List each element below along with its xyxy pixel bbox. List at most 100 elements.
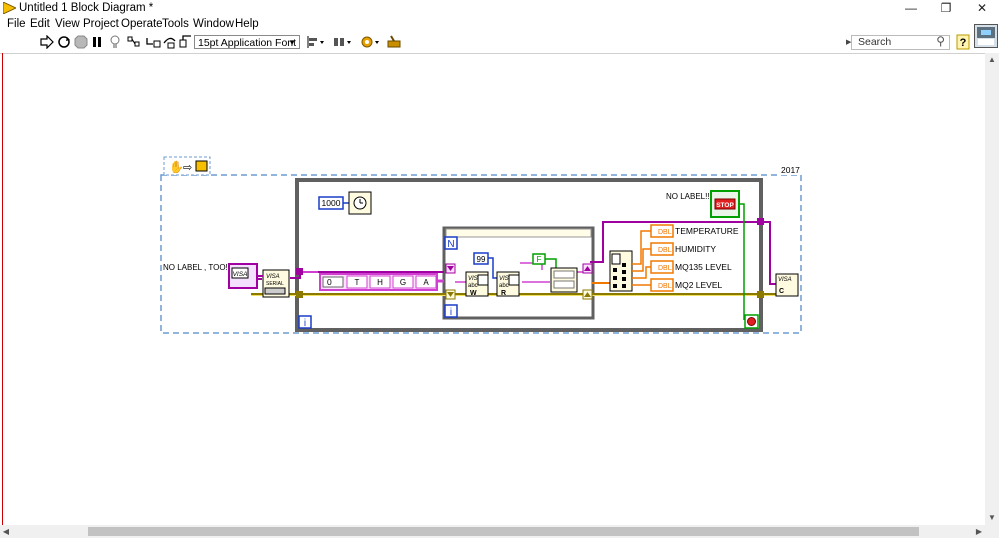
diagram-edge-marker [2, 53, 3, 525]
minimize-button[interactable]: — [905, 1, 917, 15]
array-element-2: G [400, 278, 406, 287]
visa-serial-text: SERIAL [266, 281, 284, 287]
label-temperature: TEMPERATURE [675, 226, 739, 236]
error-case-structure[interactable] [160, 174, 802, 334]
menu-window[interactable]: Window [193, 18, 234, 30]
visa-write-abc: abc [468, 283, 478, 289]
font-selector[interactable]: 15pt Application Font ▼ [194, 35, 300, 49]
step-out-icon[interactable] [179, 35, 193, 49]
title-bar: Untitled 1 Block Diagram * — ❐ ✕ [0, 0, 999, 17]
horizontal-scroll-thumb[interactable] [88, 527, 919, 536]
visa-read-abc: abc [499, 283, 509, 289]
array-index-value: 0 [327, 277, 332, 287]
reorder-icon[interactable] [360, 35, 382, 49]
visa-resource-control[interactable]: VISA [228, 263, 258, 289]
visa-close-label: VISA [778, 277, 792, 283]
array-index-display[interactable] [322, 276, 344, 288]
menu-operate[interactable]: Operate [121, 18, 163, 30]
array-element-1: H [377, 278, 383, 287]
step-over-icon[interactable] [163, 35, 178, 49]
labview-run-icon [195, 160, 208, 172]
search-input[interactable]: Search [858, 36, 892, 48]
help-icon[interactable]: ? [956, 34, 970, 50]
pause-icon[interactable] [91, 35, 103, 49]
dbl-tag: DBL [658, 229, 672, 236]
while-loop-error-out-tunnel[interactable] [757, 291, 764, 298]
while-loop-visa-tunnel[interactable] [296, 268, 303, 275]
scroll-up-icon[interactable]: ▲ [988, 55, 996, 64]
label-mq2: MQ2 LEVEL [675, 280, 723, 290]
block-diagram-canvas[interactable]: ✋ ⇨ 2017 i 1000 N i 0 T H G A [0, 54, 985, 525]
vi-connector-pane-icon[interactable] [974, 24, 998, 48]
restore-button[interactable]: ❐ [940, 1, 952, 15]
indicator-temperature[interactable]: DBL TEMPERATURE [650, 224, 739, 238]
version-label: 2017 [781, 165, 800, 175]
while-loop-error-tunnel[interactable] [296, 291, 303, 298]
visa-label: NO LABEL , TOO!!! [163, 263, 232, 272]
menu-view[interactable]: View [55, 18, 80, 30]
for-count-label: N [447, 239, 454, 250]
stop-button-terminal[interactable]: STOP [710, 190, 740, 218]
visa-configure-serial-function[interactable]: VISA SERIAL [262, 269, 290, 298]
scroll-left-icon[interactable]: ◀ [2, 527, 10, 536]
pencil-icon [477, 274, 489, 286]
for-loop-count-terminal[interactable] [444, 236, 458, 250]
dbl-tag: DBL [658, 247, 672, 254]
byte-count-value: 99 [477, 255, 486, 264]
while-loop[interactable] [295, 178, 763, 332]
indicator-mq135[interactable]: DBL MQ135 LEVEL [650, 260, 732, 274]
scan-string-glyph [553, 270, 575, 279]
clean-up-diagram-icon[interactable] [386, 35, 403, 49]
search-scope-arrow-icon[interactable]: ▶ [846, 39, 852, 46]
toolbar: 15pt Application Font ▼ ▶ Search ⚲ [0, 32, 999, 54]
array-elements: T H G A [346, 275, 437, 289]
structure-tab[interactable]: ✋ ⇨ [163, 156, 211, 176]
array-element-0: T [355, 278, 360, 287]
visa-write-letter: W [470, 290, 477, 297]
visa-write-label: VISA [468, 276, 482, 282]
for-loop-iteration-terminal[interactable] [444, 304, 458, 318]
visa-read-letter: R [501, 290, 506, 297]
visa-close-function[interactable]: VISA C [775, 273, 799, 297]
menu-file[interactable]: File [7, 18, 26, 30]
horizontal-scrollbar[interactable]: ◀ ▶ [0, 525, 985, 538]
indicator-humidity[interactable]: DBL HUMIDITY [650, 242, 716, 256]
highlight-execution-icon[interactable] [108, 35, 122, 49]
scroll-corner [985, 525, 999, 538]
menu-help[interactable]: Help [235, 18, 259, 30]
for-index-label: i [450, 307, 452, 318]
vertical-scrollbar[interactable]: ▲ ▼ [985, 53, 999, 525]
while-loop-iteration-terminal[interactable] [298, 315, 312, 329]
abort-icon[interactable] [74, 35, 88, 49]
run-continuously-icon[interactable] [57, 35, 71, 49]
labview-icon [3, 2, 16, 14]
window-title: Untitled 1 Block Diagram * [19, 2, 154, 14]
stop-if-true-icon [747, 317, 756, 326]
search-box[interactable]: ▶ Search ⚲ [846, 34, 950, 50]
visa-close-letter: C [779, 288, 784, 295]
align-objects-icon[interactable] [306, 35, 326, 49]
menu-project[interactable]: Project [83, 18, 119, 30]
index-array-terminals [613, 263, 626, 288]
menu-tools[interactable]: Tools [162, 18, 189, 30]
scroll-down-icon[interactable]: ▼ [988, 513, 996, 522]
array-icon [611, 253, 621, 265]
search-icon[interactable]: ⚲ [936, 34, 945, 48]
glasses-icon [508, 274, 520, 286]
help-label: ? [960, 37, 967, 49]
menu-bar: File Edit View Project Operate Tools Win… [0, 17, 999, 32]
close-button[interactable]: ✕ [976, 1, 988, 15]
menu-edit[interactable]: Edit [30, 18, 50, 30]
retain-wire-values-icon[interactable] [127, 35, 141, 49]
distribute-objects-icon[interactable] [333, 35, 353, 49]
run-arrow-icon[interactable] [40, 35, 54, 49]
false-constant-value: F [537, 255, 542, 264]
step-into-icon[interactable] [146, 35, 161, 49]
dbl-tag: DBL [658, 283, 672, 290]
scroll-right-icon[interactable]: ▶ [975, 527, 983, 536]
chevron-down-icon: ▼ [288, 38, 296, 47]
hand-icon: ✋ [169, 160, 184, 174]
while-loop-visa-out-tunnel[interactable] [757, 218, 764, 225]
dbl-wires[interactable] [632, 230, 651, 286]
indicator-mq2[interactable]: DBL MQ2 LEVEL [650, 278, 723, 292]
